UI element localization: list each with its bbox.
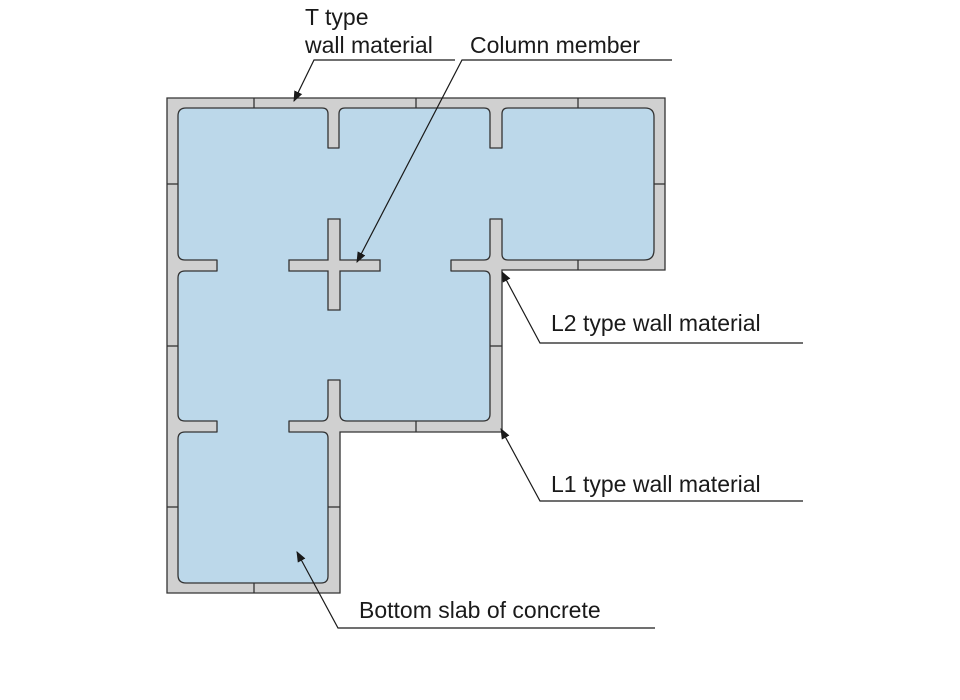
leader-column-member: [356, 59, 672, 263]
leader-lines: [293, 59, 803, 629]
slab-cells: [177, 107, 655, 584]
label-t-type-line2: wall material: [304, 32, 433, 58]
leader-bottom-slab: [296, 551, 655, 629]
leader-t-type: [293, 59, 455, 102]
joint-ticks: [167, 98, 665, 593]
slab-cell-a: [177, 107, 655, 584]
label-column-member: Column member: [470, 32, 640, 58]
label-l2-type: L2 type wall material: [551, 310, 761, 336]
label-l1-type: L1 type wall material: [551, 471, 761, 497]
leader-l2-type: [501, 271, 803, 344]
leader-l1-type: [500, 428, 803, 502]
label-bottom-slab: Bottom slab of concrete: [359, 597, 601, 623]
label-t-type-line1: T type: [305, 4, 369, 30]
column-member-cross: [288, 218, 381, 311]
